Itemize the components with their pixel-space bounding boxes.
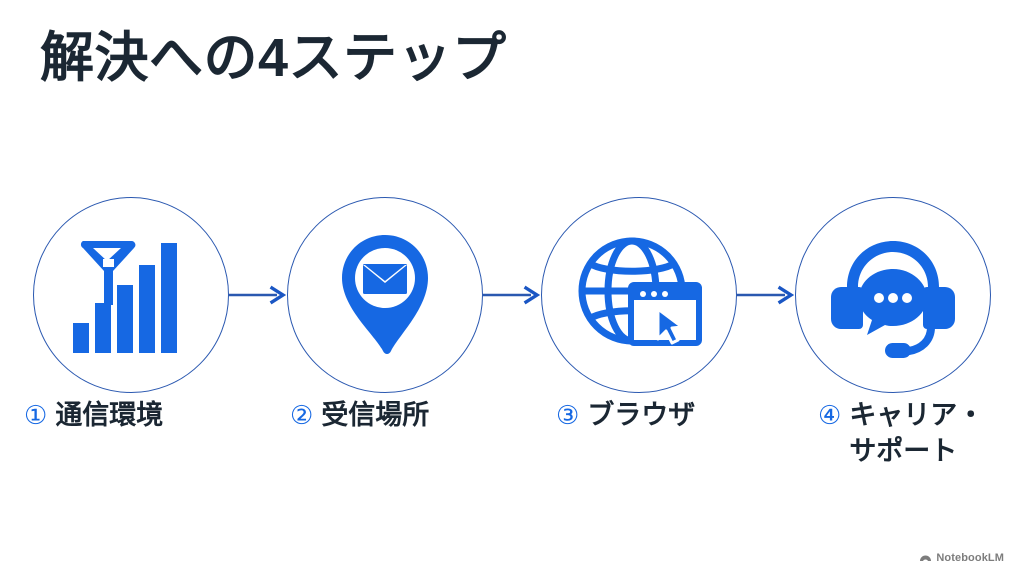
headset-chat-support-icon (827, 229, 959, 361)
step-number-2: ② (290, 400, 314, 430)
arrow-right-icon-2 (483, 284, 541, 306)
arrow-right-icon-3 (737, 284, 795, 306)
step-label-4: ④ キャリア・ サポート (810, 398, 1014, 469)
signal-bars-antenna-icon (65, 229, 197, 361)
watermark-label: NotebookLM (936, 551, 1004, 564)
step-label-text-3: ブラウザ (587, 400, 696, 430)
step-label-text-1: 通信環境 (55, 400, 164, 430)
globe-browser-cursor-icon (573, 229, 705, 361)
steps-row (0, 195, 1024, 395)
step-label-1: ① 通信環境 (10, 398, 220, 434)
step-label-text-2: 受信場所 (321, 400, 430, 430)
notebooklm-logo-icon (919, 551, 932, 564)
step-number-4: ④ (818, 400, 842, 430)
step-label-text-4: キャリア・ サポート (849, 400, 985, 466)
notebooklm-watermark: NotebookLM (919, 551, 1004, 564)
arrow-right-icon-1 (229, 284, 287, 306)
step-label-3: ③ ブラウザ (544, 398, 752, 434)
step-item-3[interactable] (541, 197, 737, 393)
map-pin-envelope-icon (319, 229, 451, 361)
step-label-2: ② 受信場所 (278, 398, 486, 434)
step-item-2[interactable] (287, 197, 483, 393)
page-title: 解決への4ステップ (40, 28, 507, 88)
step-number-3: ③ (556, 400, 580, 430)
step-number-1: ① (24, 400, 48, 430)
step-item-4[interactable] (795, 197, 991, 393)
labels-row: ① 通信環境 ② 受信場所 ③ ブラウザ ④ キャリア・ サポート (0, 398, 1024, 508)
step-item-1[interactable] (33, 197, 229, 393)
